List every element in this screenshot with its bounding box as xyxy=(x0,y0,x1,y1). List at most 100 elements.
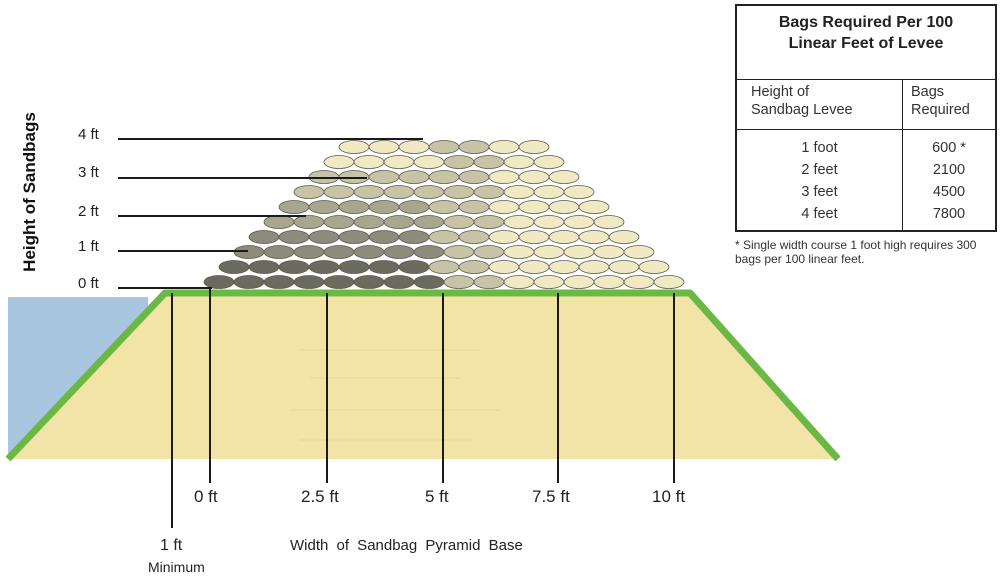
sandbag xyxy=(338,230,370,244)
sandbag xyxy=(548,260,580,274)
table-footnote: * Single width course 1 foot high requir… xyxy=(735,238,977,266)
sandbag xyxy=(608,230,640,244)
table-row-height: 3 feet xyxy=(801,184,838,200)
sandbag xyxy=(578,200,610,214)
sandbag xyxy=(458,230,490,244)
sandbag xyxy=(413,245,445,259)
sandbag xyxy=(323,155,355,169)
sandbag xyxy=(443,215,475,229)
sandbag xyxy=(548,200,580,214)
sandbag xyxy=(443,155,475,169)
sandbag xyxy=(398,170,430,184)
width-label-7.5ft: 7.5 ft xyxy=(532,487,570,506)
height-label-0ft: 0 ft xyxy=(78,275,99,292)
sandbag xyxy=(323,185,355,199)
sandbag xyxy=(398,200,430,214)
sandbag xyxy=(323,215,355,229)
width-label-5ft: 5 ft xyxy=(425,487,449,506)
levee-grass xyxy=(5,289,841,462)
sandbag xyxy=(533,275,565,289)
sandbag xyxy=(503,215,535,229)
sandbag xyxy=(413,185,445,199)
sandbag xyxy=(473,215,505,229)
sandbag xyxy=(398,260,430,274)
col2-header-line1: Bags xyxy=(911,84,945,100)
sandbag xyxy=(638,260,670,274)
table-row-bags: 4500 xyxy=(932,184,966,200)
table-title-line1: Bags Required Per 100 xyxy=(778,14,954,31)
sandbag xyxy=(473,185,505,199)
table-divider-header xyxy=(737,129,995,130)
sandbag xyxy=(593,215,625,229)
height-label-3ft: 3 ft xyxy=(78,164,99,181)
sandbag xyxy=(233,275,265,289)
sandbag xyxy=(383,215,415,229)
bags-required-table: Bags Required Per 100 Linear Feet of Lev… xyxy=(735,4,997,232)
sandbag xyxy=(518,170,550,184)
sandbag xyxy=(368,170,400,184)
sandbag xyxy=(578,230,610,244)
sandbag xyxy=(623,245,655,259)
sandbag xyxy=(428,140,460,154)
sandbag xyxy=(578,260,610,274)
sandbag xyxy=(278,260,310,274)
sandbag xyxy=(413,155,445,169)
levee-body xyxy=(8,293,838,459)
sandbag xyxy=(353,215,385,229)
sandbag xyxy=(218,260,250,274)
sandbag xyxy=(503,245,535,259)
col1-header: Height of Sandbag Levee xyxy=(751,83,853,119)
sandbag xyxy=(413,215,445,229)
table-divider-column xyxy=(902,79,903,230)
width-label-10ft: 10 ft xyxy=(652,487,686,506)
table-row-bags: 600 * xyxy=(932,140,966,156)
table-row-bags: 2100 xyxy=(932,162,966,178)
sandbag xyxy=(293,215,325,229)
sandbag xyxy=(443,245,475,259)
minimum-value: 1 ft xyxy=(160,537,183,554)
levee-texture xyxy=(290,349,500,441)
sandbag xyxy=(368,200,400,214)
sandbag xyxy=(278,200,310,214)
sandbag xyxy=(398,230,430,244)
sandbag xyxy=(368,230,400,244)
table-row-height: 2 feet xyxy=(801,162,838,178)
sandbag xyxy=(488,170,520,184)
sandbag xyxy=(278,230,310,244)
table-row-height: 4 feet xyxy=(801,206,838,222)
table-row-bags: 7800 xyxy=(932,206,966,222)
height-label-4ft: 4 ft xyxy=(78,126,99,143)
sandbag xyxy=(563,245,595,259)
sandbag xyxy=(458,200,490,214)
sandbag xyxy=(443,275,475,289)
sandbag xyxy=(563,275,595,289)
sandbag xyxy=(293,185,325,199)
sandbag-pyramid xyxy=(203,140,685,289)
sandbag xyxy=(533,245,565,259)
col2-header: Bags Required xyxy=(911,83,970,119)
sandbag xyxy=(458,140,490,154)
sandbag xyxy=(368,260,400,274)
sandbag xyxy=(428,230,460,244)
sandbag xyxy=(248,230,280,244)
sandbag xyxy=(338,200,370,214)
width-label-2.5ft: 2.5 ft xyxy=(301,487,339,506)
width-label-0ft: 0 ft xyxy=(194,487,218,506)
height-label-2ft: 2 ft xyxy=(78,203,99,220)
y-axis-title: Height of Sandbags xyxy=(20,112,39,272)
sandbag xyxy=(428,200,460,214)
sandbag xyxy=(353,245,385,259)
sandbag xyxy=(593,245,625,259)
sandbag xyxy=(398,140,430,154)
col1-header-line2: Sandbag Levee xyxy=(751,102,853,118)
sandbag xyxy=(323,245,355,259)
sandbag xyxy=(503,185,535,199)
sandbag xyxy=(563,215,595,229)
sandbag xyxy=(428,260,460,274)
sandbag xyxy=(503,155,535,169)
sandbag xyxy=(443,185,475,199)
sandbag xyxy=(353,155,385,169)
sandbag xyxy=(308,200,340,214)
sandbag xyxy=(473,275,505,289)
